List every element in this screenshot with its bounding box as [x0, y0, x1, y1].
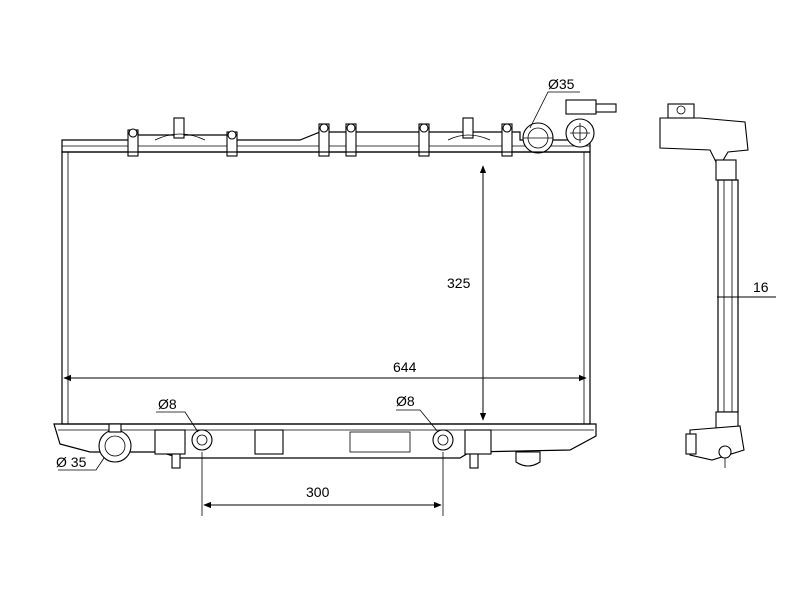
right-fitting	[432, 429, 454, 451]
radiator-side-view	[659, 103, 776, 468]
width-label: 644	[393, 359, 417, 375]
top-cap-label: Ø35	[548, 76, 575, 92]
leader-lines	[58, 91, 580, 471]
radiator-front-view	[53, 91, 617, 516]
right-fitting-label: Ø8	[396, 393, 415, 409]
bottom-tank	[53, 423, 597, 469]
spacing-label: 300	[306, 484, 330, 500]
top-inlet-pipe	[522, 122, 554, 154]
bottom-outlet-pipe	[98, 423, 132, 463]
bottom-inlet-label: Ø 35	[56, 454, 87, 470]
height-label: 325	[447, 275, 471, 291]
left-fitting-label: Ø8	[158, 396, 177, 412]
left-fitting	[191, 429, 213, 451]
top-tank	[61, 117, 591, 157]
spacing-dimension	[201, 452, 444, 516]
radiator-core	[61, 151, 591, 425]
radiator-cap	[565, 99, 617, 148]
thickness-label: 16	[753, 279, 769, 295]
